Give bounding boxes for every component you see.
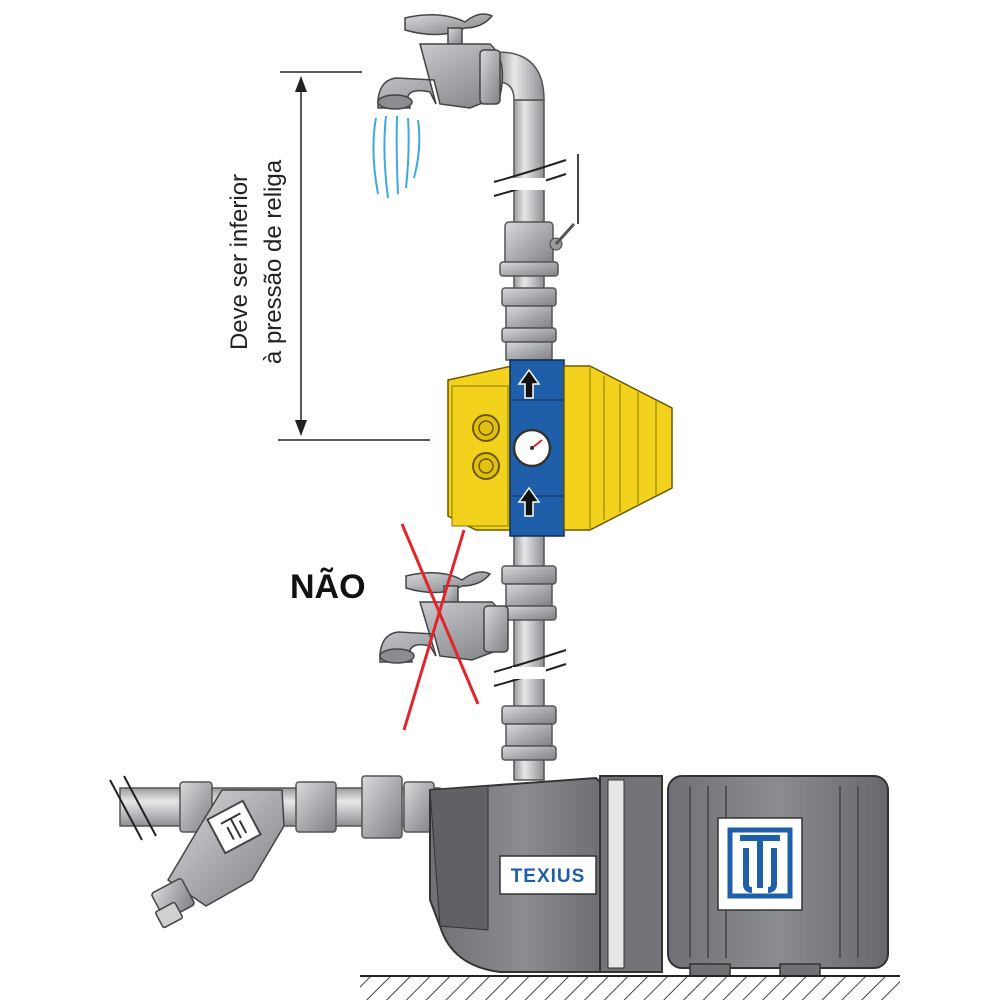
cross-mark-icon (400, 523, 480, 731)
water-stream (372, 115, 421, 199)
pump-body (429, 775, 889, 977)
y-strainer-icon (151, 789, 285, 929)
lower-faucet-icon (379, 571, 509, 664)
dimension-marker (278, 71, 430, 441)
warning-label: NÃO (290, 568, 366, 606)
pipe-fittings (501, 287, 557, 761)
brand-label: TEXIUS (511, 866, 586, 887)
ball-valve-icon (499, 154, 579, 277)
pressure-gauge-icon (512, 428, 552, 468)
texius-logo-icon (717, 817, 803, 911)
flow-arrow-icon (517, 368, 541, 517)
brand-plate: TEXIUS (499, 855, 597, 895)
faucet-icon (377, 13, 504, 110)
ground (360, 975, 900, 1000)
annotation-line-2: à pressão de religa (260, 159, 287, 364)
pressure-controller (447, 359, 673, 537)
annotation-line-1: Deve ser inferior (226, 174, 253, 350)
